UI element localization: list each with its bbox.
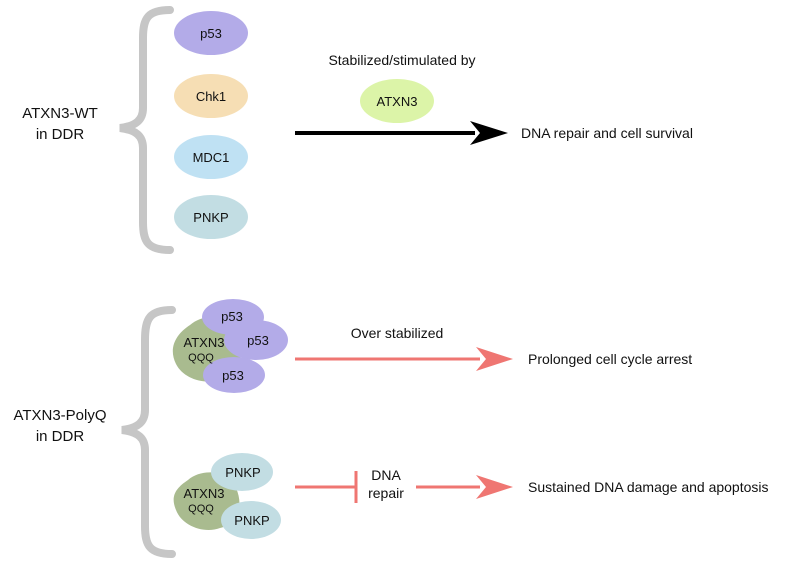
- wt-curly-bracket: [119, 6, 174, 254]
- complex1-p53-bottom: [203, 357, 265, 393]
- inhibition-bar: [295, 471, 358, 503]
- wt-protein-chk1: Chk1: [174, 74, 248, 118]
- complex-atxn3-p53: ATXN3 QQQ p53 p53 p53: [172, 299, 288, 393]
- wt-protein-p53-label: p53: [200, 26, 222, 41]
- complex2-pnkp-top-label: PNKP: [225, 465, 260, 480]
- complex2-core-line1: ATXN3: [184, 486, 225, 501]
- complex2-pnkp-bottom: [221, 501, 281, 539]
- wt-stabilizer-label: ATXN3: [377, 94, 418, 109]
- wt-stabilizer-atxn3: ATXN3: [360, 79, 434, 123]
- wt-protein-p53: p53: [174, 11, 248, 55]
- wt-protein-mdc1-label: MDC1: [193, 150, 230, 165]
- complex2-pnkp-top: [211, 453, 273, 491]
- wt-section: ATXN3-WT in DDR p53 Chk1 MDC1 PNKP Stabi…: [22, 6, 693, 254]
- polyq-section: ATXN3-PolyQ in DDR ATXN3 QQQ p53 p53 p53…: [13, 299, 769, 558]
- wt-label-line1: ATXN3-WT: [22, 105, 98, 122]
- red-arrow-cell-cycle: [295, 347, 513, 371]
- outcome-cell-cycle-arrest: Prolonged cell cycle arrest: [528, 351, 692, 367]
- wt-protein-chk1-label: Chk1: [196, 89, 226, 104]
- polyq-curly-bracket: [121, 306, 176, 558]
- complex2-core-line2: QQQ: [188, 503, 214, 515]
- complex1-p53-right: [224, 320, 288, 360]
- outcome-dna-damage-apoptosis: Sustained DNA damage and apoptosis: [528, 479, 769, 495]
- over-stabilized-label: Over stabilized: [351, 325, 444, 341]
- wt-protein-mdc1: MDC1: [174, 135, 248, 179]
- complex1-core-line1: ATXN3: [184, 335, 225, 350]
- complex2-pnkp-bottom-label: PNKP: [234, 513, 269, 528]
- complex1-p53-top-label: p53: [221, 309, 243, 324]
- wt-stabilized-text: Stabilized/stimulated by: [328, 52, 475, 68]
- wt-protein-pnkp-label: PNKP: [193, 210, 228, 225]
- wt-label-line2: in DDR: [36, 126, 85, 143]
- polyq-label-line2: in DDR: [36, 428, 85, 445]
- complex1-p53-right-label: p53: [247, 333, 269, 348]
- red-arrow-apoptosis: [416, 475, 513, 499]
- complex1-p53-bottom-label: p53: [222, 368, 244, 383]
- complex1-core-line2: QQQ: [188, 352, 214, 364]
- wt-protein-pnkp: PNKP: [174, 195, 248, 239]
- dna-repair-line1: DNA: [371, 467, 401, 483]
- wt-black-arrow: [295, 121, 508, 145]
- complex-atxn3-pnkp: ATXN3 QQQ PNKP PNKP: [173, 453, 281, 539]
- polyq-label-line1: ATXN3-PolyQ: [13, 407, 106, 424]
- wt-outcome: DNA repair and cell survival: [521, 125, 693, 141]
- dna-repair-line2: repair: [368, 485, 404, 501]
